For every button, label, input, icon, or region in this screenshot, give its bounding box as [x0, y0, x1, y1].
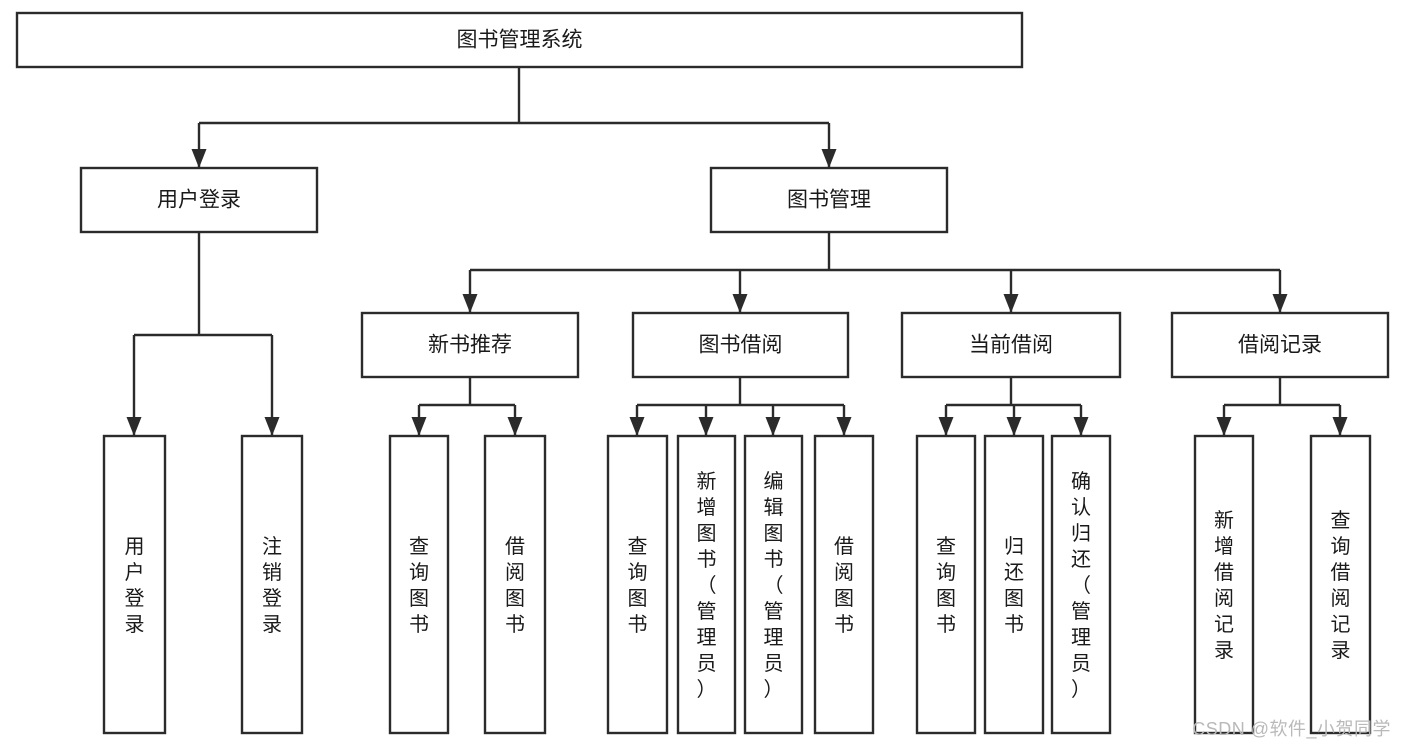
- node-layer: 图书管理系统用户登录图书管理新书推荐图书借阅当前借阅借阅记录用户登录注销登录查询…: [15, 11, 1390, 735]
- node-leaf-bb-edit-book[interactable]: 编辑图书（管理员）: [743, 434, 804, 735]
- node-label: 查询图书: [628, 535, 648, 636]
- node-label: 借阅图书: [834, 535, 854, 636]
- node-label: 借阅图书: [505, 535, 525, 636]
- connector-root-bus: [191, 67, 837, 168]
- node-l2-book-borrow[interactable]: 图书借阅: [631, 311, 850, 379]
- node-label: 查询图书: [409, 535, 429, 636]
- node-label: 借阅记录: [1238, 334, 1322, 357]
- node-label: 编辑图书（管理员）: [764, 470, 784, 701]
- node-label: 新增图书（管理员）: [697, 470, 717, 701]
- node-leaf-cb-return-book[interactable]: 归还图书: [983, 434, 1045, 735]
- node-l1-user-login[interactable]: 用户登录: [79, 166, 319, 234]
- node-label: 确认归还（管理员）: [1071, 470, 1091, 701]
- node-leaf-bb-borrow-book[interactable]: 借阅图书: [813, 434, 875, 735]
- connector-current-borrow-bus: [938, 377, 1089, 436]
- node-label: 新增借阅记录: [1214, 509, 1234, 662]
- node-leaf-cb-query-book[interactable]: 查询图书: [915, 434, 977, 735]
- node-leaf-br-add-record[interactable]: 新增借阅记录: [1193, 434, 1255, 735]
- node-leaf-bb-add-book[interactable]: 新增图书（管理员）: [676, 434, 737, 735]
- node-leaf-rec-borrow-book[interactable]: 借阅图书: [483, 434, 547, 735]
- node-label: 当前借阅: [969, 334, 1053, 357]
- node-label: 归还图书: [1004, 535, 1024, 636]
- node-leaf-logout[interactable]: 注销登录: [240, 434, 304, 735]
- node-l2-current-borrow[interactable]: 当前借阅: [900, 311, 1122, 379]
- connector-new-book-rec-bus: [411, 377, 523, 436]
- node-label: 图书借阅: [699, 334, 783, 357]
- connector-book-borrow-bus: [629, 377, 852, 436]
- node-leaf-br-query-record[interactable]: 查询借阅记录: [1309, 434, 1372, 735]
- node-l2-borrow-record[interactable]: 借阅记录: [1170, 311, 1390, 379]
- node-label: 用户登录: [125, 536, 145, 636]
- node-label: 查询图书: [936, 535, 956, 636]
- connector-borrow-record-bus: [1216, 377, 1348, 436]
- connector-layer: [126, 67, 1348, 436]
- node-l2-new-book-rec[interactable]: 新书推荐: [360, 311, 580, 379]
- node-leaf-user-login[interactable]: 用户登录: [102, 434, 167, 735]
- connector-user-login-bus: [126, 232, 280, 436]
- node-leaf-cb-confirm-return[interactable]: 确认归还（管理员）: [1050, 434, 1112, 735]
- node-label: 图书管理系统: [457, 29, 583, 52]
- node-l1-book-manage[interactable]: 图书管理: [709, 166, 949, 234]
- node-label: 用户登录: [157, 189, 241, 212]
- node-root[interactable]: 图书管理系统: [15, 11, 1024, 69]
- connector-book-manage-bus: [462, 232, 1288, 313]
- node-label: 图书管理: [787, 189, 871, 212]
- node-leaf-rec-query-book[interactable]: 查询图书: [388, 434, 450, 735]
- node-label: 新书推荐: [428, 334, 512, 357]
- node-label: 查询借阅记录: [1331, 509, 1351, 662]
- node-leaf-bb-query-book[interactable]: 查询图书: [606, 434, 669, 735]
- node-label: 注销登录: [262, 535, 282, 636]
